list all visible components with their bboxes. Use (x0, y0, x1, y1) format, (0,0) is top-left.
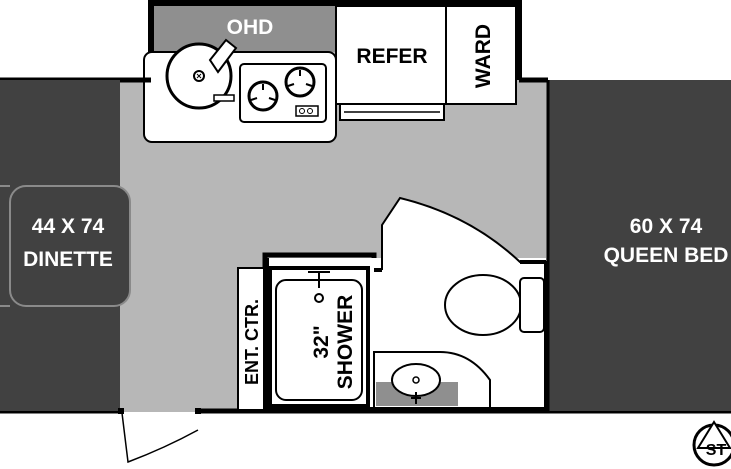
burner-icon (284, 66, 316, 98)
dinette-label: DINETTE (23, 248, 113, 271)
dinette-table (9, 185, 131, 307)
bed-size-label: 60 X 74 (630, 215, 703, 238)
shower-size-label: 32" (310, 325, 333, 358)
refer-ward-block (335, 5, 517, 105)
ent-center (237, 267, 265, 411)
bed-label: QUEEN BED (604, 244, 729, 267)
ohd-cabinet (154, 6, 336, 52)
shower-label: SHOWER (334, 295, 357, 390)
dinette-size-label: 44 X 74 (32, 215, 105, 238)
refer-label: REFER (356, 45, 427, 68)
ohd-label: OHD (227, 16, 274, 39)
shower-drain-icon (314, 293, 324, 303)
burner-icon (247, 80, 279, 112)
ent-center-label: ENT. CTR. (242, 299, 262, 385)
entry-door-swing (121, 412, 199, 464)
stairs-label: ST (706, 442, 727, 459)
vanity-sink-icon (391, 363, 441, 397)
bed-slideout (548, 80, 731, 411)
toilet-icon (444, 274, 522, 336)
ward-label: WARD (472, 24, 495, 88)
